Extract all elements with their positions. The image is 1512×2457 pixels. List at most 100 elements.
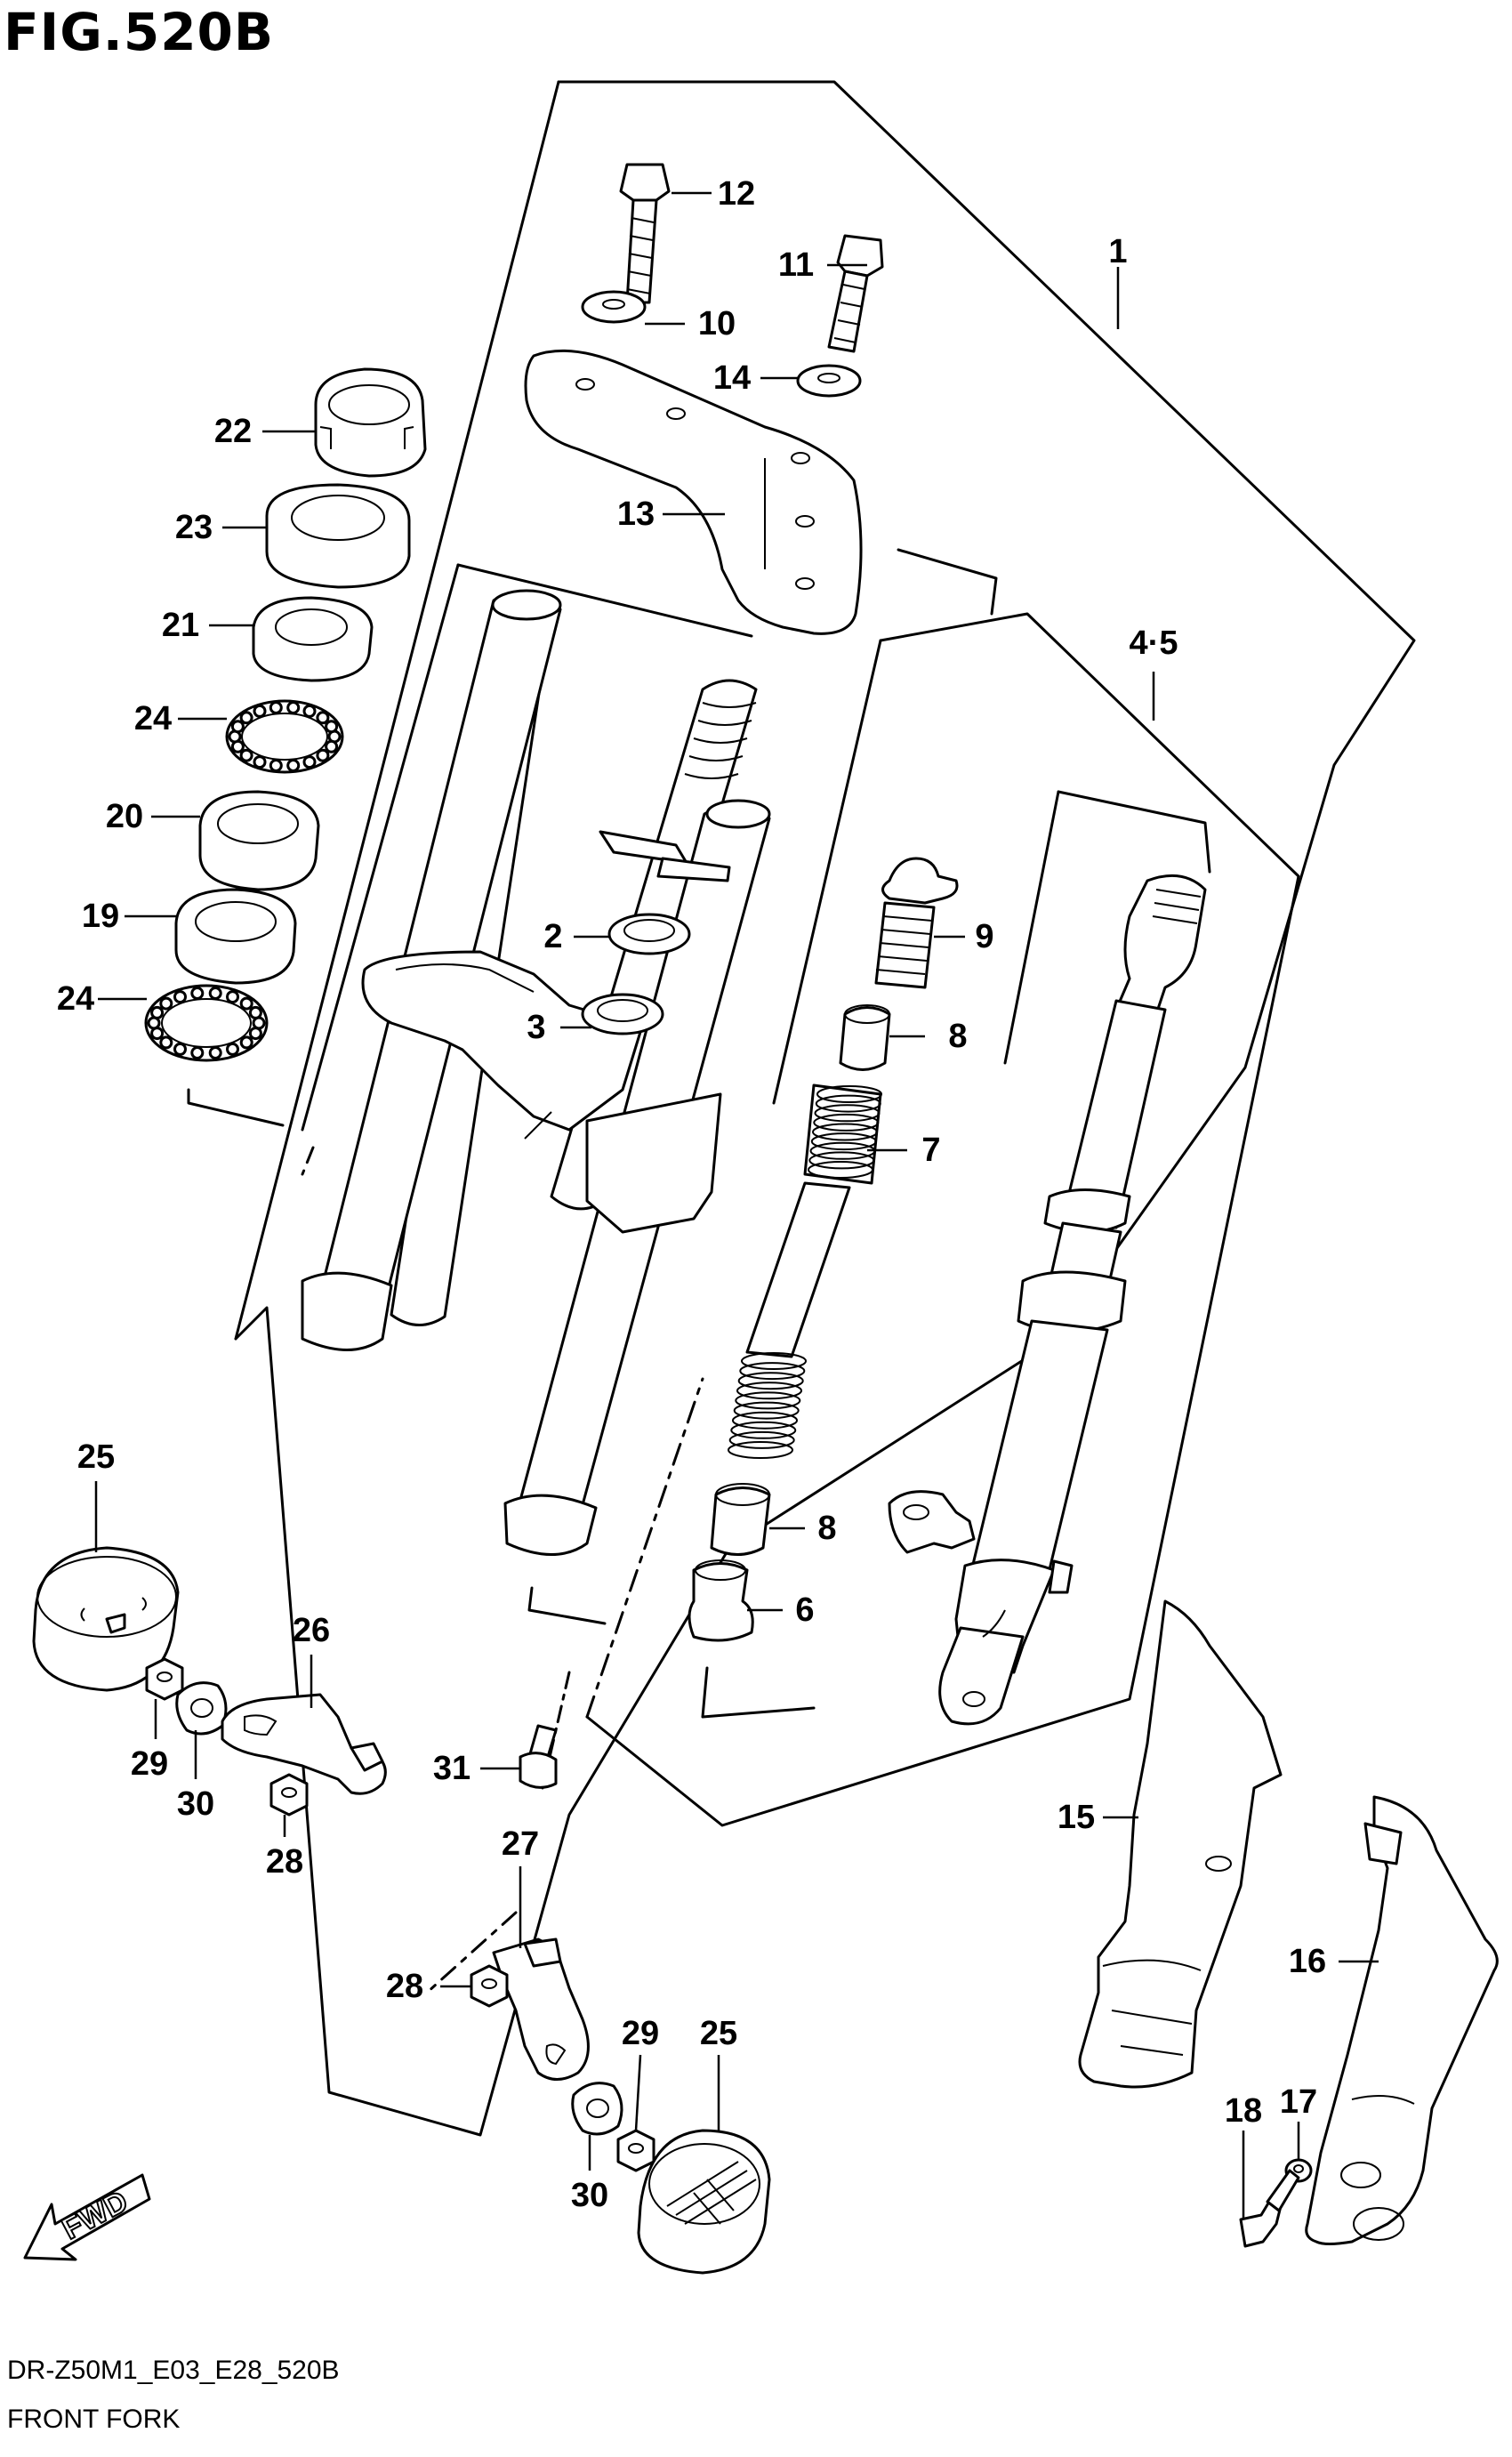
top-bridge-bracket <box>524 349 863 635</box>
figure-title: FIG.520B <box>4 2 275 62</box>
fork-tube-left-upper <box>301 589 562 1351</box>
bearing-ball <box>239 996 253 1011</box>
bearing-ball <box>159 996 173 1011</box>
bearing-group-outline <box>187 1088 518 1994</box>
bearing-ball <box>173 990 187 1004</box>
callout-13: 13 <box>617 495 655 533</box>
reflector-bracket-27 <box>492 1937 590 2081</box>
spring-coil <box>814 1104 881 1123</box>
callout-26: 26 <box>293 1612 330 1649</box>
bolt-11 <box>827 234 884 353</box>
lock-nut-22 <box>314 367 427 478</box>
callout-labels: 1 4·5 12 10 11 14 13 22 23 21 24 20 19 2… <box>57 175 1326 2214</box>
fwd-arrow-icon: FWD <box>23 2173 151 2261</box>
bolt-28-right <box>470 1964 509 2008</box>
callout-19: 19 <box>82 898 119 935</box>
spring-coil <box>810 1132 877 1151</box>
washer-10 <box>581 290 647 324</box>
callout-4-5: 4·5 <box>1130 624 1178 662</box>
bearing-ball <box>302 755 317 769</box>
fork-guard-15 <box>1078 1599 1283 2089</box>
callout-25-right: 25 <box>700 2015 737 2052</box>
bearing-ball <box>208 987 222 1000</box>
grommet-30-left <box>175 1681 228 1736</box>
bearing-race-23 <box>265 483 411 589</box>
bearing-ball <box>269 759 283 772</box>
callout-31: 31 <box>433 1750 470 1787</box>
callout-8-bottom: 8 <box>817 1510 836 1547</box>
spring-coil <box>733 1401 800 1420</box>
callout-25-left: 25 <box>77 1438 115 1476</box>
callout-1: 1 <box>1108 233 1127 270</box>
dust-seal-21 <box>252 596 374 682</box>
inner-tube-outline <box>701 790 1211 1719</box>
bearing-ball <box>239 748 253 762</box>
bearing-ball <box>302 704 317 718</box>
bearing-ball <box>325 720 339 734</box>
reflector-25-left <box>32 1546 180 1692</box>
bearing-ball <box>226 990 239 1004</box>
spring-coil <box>813 1113 880 1132</box>
bearing-ball <box>253 704 267 718</box>
fork-guard-16 <box>1305 1795 1499 2245</box>
callout-3: 3 <box>527 1009 545 1046</box>
callout-28-right: 28 <box>386 1968 423 2005</box>
reflector-25-right <box>637 2129 771 2275</box>
bolt-12 <box>619 163 671 304</box>
grommet-30-right <box>571 2082 623 2136</box>
stem-stopper-bracket <box>585 1092 722 1234</box>
spring-coil <box>730 1421 797 1439</box>
callout-15: 15 <box>1058 1799 1095 1836</box>
bearing-ball <box>239 711 253 725</box>
spring-rod <box>745 1181 851 1358</box>
callout-8-top: 8 <box>948 1018 967 1055</box>
callout-28-left: 28 <box>266 1843 303 1881</box>
spacer-8-bottom <box>710 1483 771 1556</box>
bolt-31 <box>519 1724 558 1789</box>
spring-7-bottom <box>728 1352 807 1459</box>
spring-coil <box>816 1085 882 1103</box>
bearing-ball <box>269 701 283 714</box>
spring-coil <box>737 1372 804 1390</box>
bearing-ball <box>248 1027 262 1041</box>
leader-lines <box>94 191 1379 2219</box>
spring-coil <box>728 1441 793 1459</box>
stem-seal-2 <box>607 913 691 955</box>
assembly-outline-1 <box>234 80 1416 2137</box>
bearing-ball <box>316 711 330 725</box>
bearing-ball <box>208 1046 222 1059</box>
bearing-race-19 <box>174 888 297 985</box>
bolt-28-left <box>269 1773 309 1817</box>
spring-coil <box>728 1430 795 1449</box>
callout-17: 17 <box>1280 2083 1317 2121</box>
spring-coil <box>735 1391 801 1410</box>
callout-30-right: 30 <box>571 2177 608 2214</box>
bearing-ball <box>190 1046 205 1059</box>
washer-14 <box>796 364 862 398</box>
callout-18: 18 <box>1225 2092 1262 2130</box>
nut-29-left <box>145 1657 184 1701</box>
assembly-outline-4-5 <box>585 612 1300 1827</box>
bearing-ball <box>286 759 301 772</box>
bearing-ball <box>173 1042 187 1056</box>
callout-24-bottom: 24 <box>57 980 94 1018</box>
callout-24-top: 24 <box>134 700 172 737</box>
spring-coil <box>732 1411 798 1430</box>
callout-20: 20 <box>106 798 143 835</box>
reflector-bracket-26 <box>221 1693 387 1795</box>
diagram-code: DR-Z50M1_E03_E28_520B <box>7 2356 340 2385</box>
callout-27: 27 <box>502 1825 539 1863</box>
ball-bearing-24-bottom <box>144 984 269 1062</box>
inner-tube-assembly <box>888 874 1207 1726</box>
diagram-name: FRONT FORK <box>7 2405 181 2434</box>
callout-10: 10 <box>698 305 736 342</box>
callout-29-left: 29 <box>131 1745 168 1783</box>
callout-7: 7 <box>921 1132 940 1169</box>
damper-cap-9 <box>874 857 959 989</box>
damper-outline <box>897 548 998 616</box>
bearing-ball <box>286 701 301 714</box>
callout-23: 23 <box>175 509 213 546</box>
callout-6: 6 <box>795 1591 814 1629</box>
bearing-ball <box>325 739 339 753</box>
